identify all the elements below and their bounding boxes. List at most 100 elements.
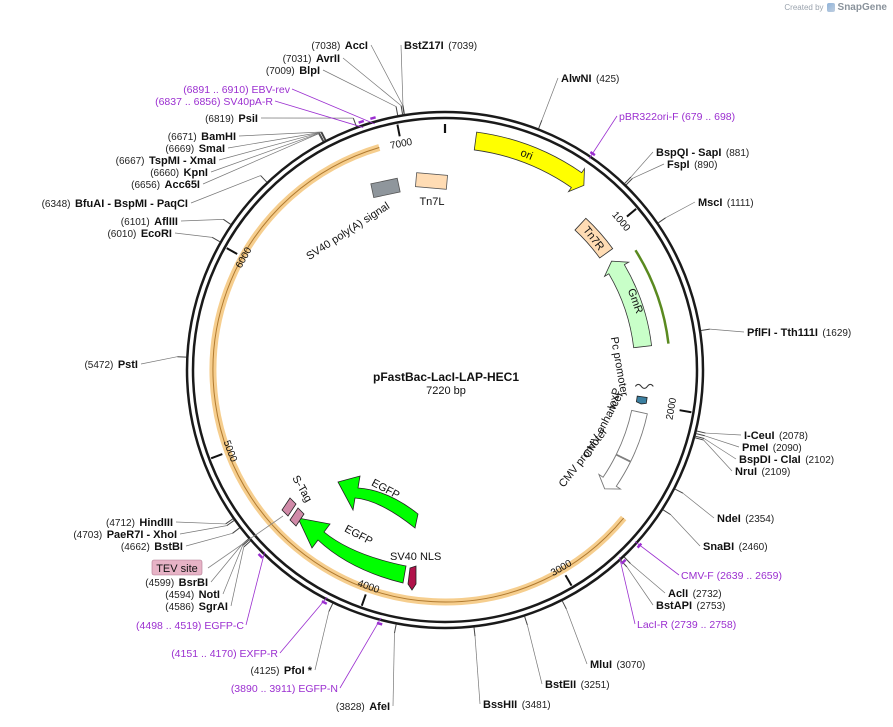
- enzyme-label: (4712) HindIII: [106, 513, 173, 530]
- ruler-tick-label: 2000: [665, 397, 680, 421]
- s-tag-feature: S-Tag: [281, 474, 314, 527]
- enzyme-leader: [342, 57, 402, 106]
- enzyme-position: (2102): [805, 455, 834, 466]
- enzyme-position: (2460): [739, 542, 768, 553]
- enzyme-label: (4703) PaeR7I - XhoI: [73, 525, 177, 542]
- loxp-label: loxP: [606, 387, 623, 411]
- enzyme-leader: [202, 133, 319, 185]
- enzyme-name: MscI: [698, 197, 722, 209]
- primer-label: LacI-R (2739 .. 2758): [637, 619, 736, 631]
- enzyme-name: AvrII: [316, 53, 340, 65]
- enzyme-name: BamHI: [201, 131, 236, 143]
- enzyme-site-tick: [226, 520, 235, 527]
- enzyme-name: I-CeuI: [744, 430, 775, 442]
- enzyme-label: BstZ17I (7039): [404, 36, 477, 53]
- enzyme-name: BsrBI: [179, 577, 208, 589]
- backbone-circle: [185, 110, 705, 630]
- enzyme-site-tick: [620, 559, 628, 568]
- enzyme-position: (890): [694, 160, 717, 171]
- sv40-nls-feature: SV40 NLS: [390, 551, 441, 591]
- ruler-tick: [564, 574, 573, 587]
- enzyme-label: AlwNI (425): [561, 69, 619, 86]
- enzyme-site-tick: [243, 540, 251, 548]
- enzyme-site-tick: [623, 556, 631, 564]
- enzyme-label: (6348) BfuAI - BspMI - PaqCI: [42, 194, 188, 211]
- enzyme-site-tick: [696, 430, 706, 434]
- enzyme-label: NruI (2109): [735, 462, 790, 479]
- enzyme-name: NotI: [199, 589, 220, 601]
- enzyme-label: (4125) PfoI *: [251, 661, 313, 678]
- cmv-promoter-feature: [597, 454, 631, 490]
- enzyme-name: TspMI - XmaI: [149, 155, 216, 167]
- enzyme-name: PsiI: [238, 113, 258, 125]
- enzyme-name: KpnI: [184, 167, 208, 179]
- sv40-nls-label: SV40 NLS: [390, 551, 441, 563]
- primer-leader: [619, 557, 636, 625]
- enzyme-site-tick: [473, 627, 476, 637]
- primer-mark: [370, 116, 376, 121]
- enzyme-leader: [185, 532, 233, 547]
- enzyme-position: (3251): [581, 680, 610, 691]
- enzyme-leader: [179, 525, 227, 535]
- sv40-polya-label: SV40 poly(A) signal: [304, 200, 392, 263]
- enzyme-position: (4599): [145, 578, 174, 589]
- enzyme-site-tick: [695, 435, 705, 439]
- enzyme-position: (881): [726, 148, 749, 159]
- enzyme-label: (6667) TspMI - XmaI: [116, 151, 216, 168]
- enzyme-position: (3828): [336, 702, 365, 713]
- enzyme-name: FspI: [667, 159, 690, 171]
- enzyme-leader: [541, 77, 559, 121]
- gmr-outer-arrow: [634, 249, 670, 344]
- enzyme-label: I-CeuI (2078): [744, 426, 808, 443]
- egfp-outer-feature: EGFP: [337, 475, 419, 529]
- enzyme-site-tick: [674, 488, 684, 494]
- enzyme-label: (7031) AvrII: [283, 49, 340, 66]
- enzyme-name: BssHII: [483, 699, 517, 711]
- enzyme-site-tick: [700, 328, 710, 331]
- snapgene-logo-icon: [826, 3, 835, 12]
- enzyme-label: AclI (2732): [668, 584, 722, 601]
- enzyme-name: AflIII: [154, 216, 178, 228]
- enzyme-leader: [230, 546, 245, 607]
- enzyme-leader: [630, 151, 654, 178]
- ruler-tick-label: 4000: [356, 578, 381, 596]
- enzyme-label: (6669) SmaI: [165, 139, 225, 156]
- enzyme-position: (1111): [727, 198, 754, 209]
- tev-site-leader: [207, 515, 284, 569]
- tn7l-feature: Tn7L: [415, 172, 448, 208]
- enzyme-name: Acc65I: [165, 179, 200, 191]
- enzyme-label: (6819) PsiI: [205, 109, 258, 126]
- primer-mark: [257, 553, 264, 559]
- credit-text: Created by: [784, 3, 824, 12]
- enzyme-name: BlpI: [299, 65, 320, 77]
- primer-leader: [339, 617, 382, 689]
- enzyme-leader: [227, 131, 322, 149]
- enzyme-label: (4594) NotI: [165, 585, 220, 602]
- tev-site-label: TEV site: [156, 563, 198, 575]
- enzyme-site-tick: [260, 175, 268, 183]
- enzyme-position: (2354): [745, 514, 774, 525]
- enzyme-leader: [190, 175, 261, 204]
- enzyme-site-tick: [223, 218, 232, 225]
- primer-label: pBR322ori-F (679 .. 698): [619, 111, 735, 123]
- enzyme-leader: [180, 218, 224, 222]
- enzyme-name: PfoI *: [284, 665, 313, 677]
- enzyme-name: SmaI: [199, 143, 225, 155]
- enzyme-name: AfeI: [369, 701, 390, 713]
- enzyme-leader: [630, 563, 666, 594]
- enzyme-position: (4703): [73, 530, 102, 541]
- primer-label: (3890 .. 3911) EGFP-N: [231, 683, 338, 695]
- ruler-tick: [626, 208, 637, 218]
- enzyme-site-tick: [400, 105, 404, 115]
- ruler-tick-label: 6000: [234, 245, 255, 270]
- enzyme-position: (4125): [251, 666, 280, 677]
- enzyme-name: BfuAI - BspMI - PaqCI: [75, 198, 188, 210]
- ruler-tick: [360, 594, 367, 607]
- insert-highlight-core: [212, 147, 625, 603]
- primer-leader: [279, 596, 328, 654]
- enzyme-site-tick: [657, 217, 666, 224]
- enzyme-site-tick: [625, 178, 633, 186]
- primer-leader: [291, 88, 375, 125]
- enzyme-position: (6101): [121, 217, 150, 228]
- ruler-tick: [226, 247, 238, 255]
